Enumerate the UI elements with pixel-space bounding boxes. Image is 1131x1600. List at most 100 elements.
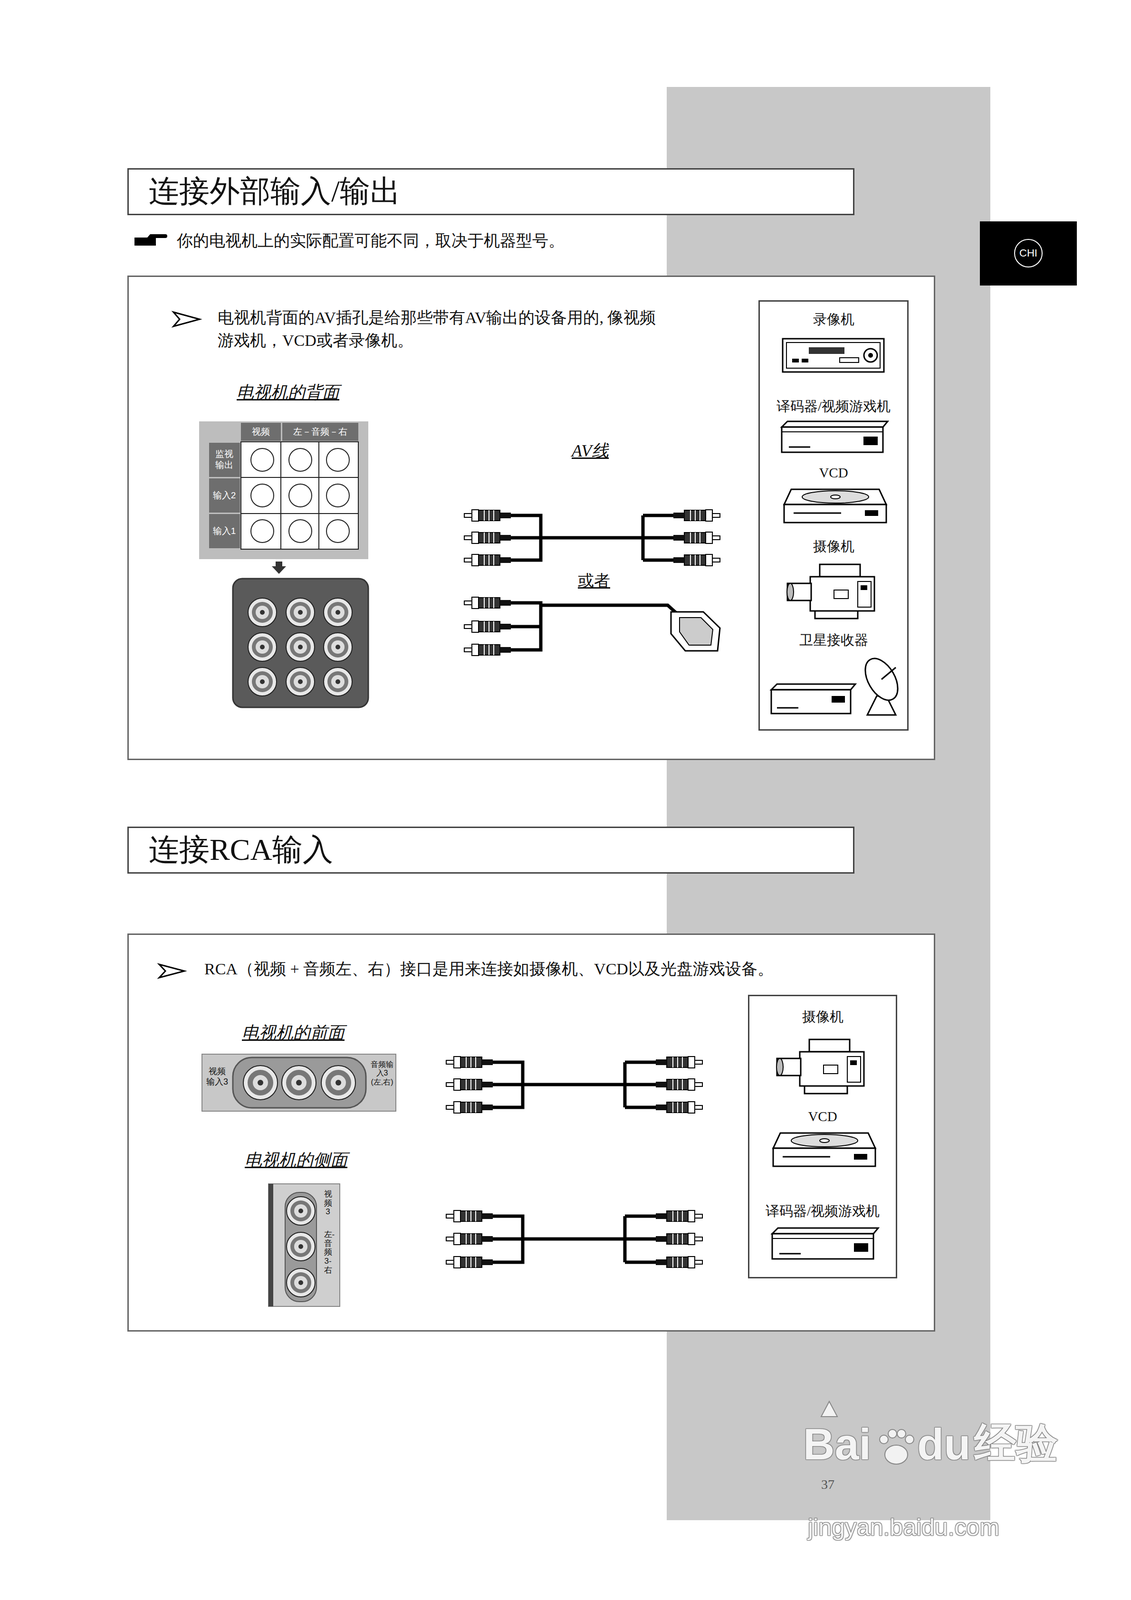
scart-cable xyxy=(464,621,511,633)
row-label: 输入2 xyxy=(212,490,237,502)
rca-cable xyxy=(655,1210,703,1223)
device-icons xyxy=(776,707,799,710)
watermark: 经验 xyxy=(974,1418,1058,1469)
section-title-box: 连接RCA输入 xyxy=(127,826,855,874)
figure-caption: 电视机的前面 xyxy=(241,1023,345,1044)
rca-cable xyxy=(655,1056,703,1069)
title-ground xyxy=(127,168,855,216)
device-icons xyxy=(786,564,875,619)
device-icons xyxy=(831,696,845,703)
jack-table-art xyxy=(209,514,240,549)
row-label: 输入1 xyxy=(212,526,237,537)
av-cable xyxy=(673,509,720,522)
panel-ground xyxy=(127,275,936,761)
column-header: 视频 xyxy=(251,426,270,438)
side-jack-art xyxy=(268,1184,340,1307)
bullet-arrow xyxy=(173,312,200,327)
av-cable xyxy=(464,509,511,522)
device-icons xyxy=(781,421,888,453)
info-panel: RCA（视频 + 音频左、右）接口是用来连接如摄像机、VCD以及光盘游戏设备。视… xyxy=(127,933,936,1333)
device-icons xyxy=(858,652,905,706)
jack-photo xyxy=(286,598,315,627)
jack-photo xyxy=(323,632,353,662)
jack-photo xyxy=(286,632,315,662)
scart-cable xyxy=(670,612,720,652)
pointing-hand xyxy=(134,234,168,246)
jack-table-art xyxy=(282,422,359,441)
page-number: 37 xyxy=(821,1476,835,1494)
section-title: 连接RCA输入 xyxy=(148,832,334,869)
device-list-box: 录像机译码器/视频游戏机VCD摄像机卫星接收器 xyxy=(758,300,909,731)
av-cable xyxy=(464,532,511,544)
section-title: 连接外部输入/输出 xyxy=(148,173,401,211)
scart-cable xyxy=(510,603,678,651)
front-jack-art xyxy=(201,1054,396,1112)
jack-photo xyxy=(323,598,353,627)
front-jack-art xyxy=(232,1057,366,1109)
jack-photo xyxy=(232,578,369,708)
panel-ground xyxy=(127,933,936,1333)
jack-table-art xyxy=(250,484,274,508)
side-jack-art xyxy=(268,1184,340,1307)
panel-note: RCA（视频 + 音频左、右）接口是用来连接如摄像机、VCD以及光盘游戏设备。 xyxy=(204,959,918,980)
device-icons xyxy=(776,1039,864,1094)
watermark-logo xyxy=(821,1401,838,1418)
figure-caption: 电视机的背面 xyxy=(236,382,340,403)
row-label: 监视输出 xyxy=(214,449,235,471)
language-tab: CHI xyxy=(979,221,1077,286)
rca-cable xyxy=(492,1062,656,1108)
device-name: 录像机 xyxy=(813,311,855,328)
watermark-logo xyxy=(879,1435,889,1445)
jack-table-art xyxy=(240,441,359,550)
jack-table-art xyxy=(288,484,312,508)
watermark: Bai xyxy=(803,1418,872,1471)
side-jack-art xyxy=(286,1197,316,1226)
scart-cable xyxy=(464,644,511,656)
rca-cable xyxy=(446,1056,703,1114)
device-icons xyxy=(772,1228,879,1260)
device-icons xyxy=(881,667,896,680)
watermark-logo xyxy=(897,1429,906,1439)
front-jack-art xyxy=(281,1065,317,1101)
jack-table-art xyxy=(250,448,350,543)
jack-table-art xyxy=(326,448,350,472)
av-cable xyxy=(464,554,511,566)
side-jack-art xyxy=(286,1268,316,1298)
title-ground xyxy=(127,826,855,874)
rca-cable xyxy=(446,1256,493,1269)
scart-cable xyxy=(464,597,511,609)
jack-photo xyxy=(248,667,277,697)
device-name: 摄像机 xyxy=(802,1008,844,1026)
device-name: 译码器/视频游戏机 xyxy=(765,1203,880,1220)
down-arrow xyxy=(271,561,287,575)
device-icons xyxy=(771,690,851,714)
jack-label: 视频3 xyxy=(324,1190,333,1218)
jack-table-art xyxy=(326,519,350,543)
rca-cable xyxy=(492,1216,656,1263)
rca-cable xyxy=(655,1256,703,1269)
device-icons xyxy=(771,684,856,691)
device-icons xyxy=(771,338,905,1260)
device-name: 摄像机 xyxy=(813,538,855,556)
side-jack-art xyxy=(285,1192,317,1303)
jack-table-art xyxy=(288,448,312,472)
jack-table: 视频左－音频－右监视输出输入2输入1 xyxy=(209,421,359,550)
rca-cable xyxy=(655,1102,703,1114)
bullet-arrow xyxy=(159,964,185,978)
jack-table-art xyxy=(209,442,240,478)
language-code: CHI xyxy=(1014,239,1043,268)
device-icons xyxy=(784,489,887,523)
watermark-logo xyxy=(905,1435,914,1445)
rca-cable xyxy=(655,1233,703,1246)
av-cable xyxy=(510,515,674,561)
device-icons xyxy=(782,338,884,373)
info-panel: 电视机背面的AV插孔是给那些带有AV输出的设备用的, 像视频游戏机，VCD或者录… xyxy=(127,275,936,761)
note-text: 你的电视机上的实际配置可能不同，取决于机器型号。 xyxy=(176,231,565,251)
av-cable xyxy=(464,509,720,566)
jack-photo xyxy=(232,578,369,708)
scart-cable xyxy=(679,617,713,646)
rca-cable xyxy=(446,1056,493,1069)
rca-cable xyxy=(446,1210,493,1223)
jack-label: 左-音频3-右 xyxy=(324,1230,333,1275)
